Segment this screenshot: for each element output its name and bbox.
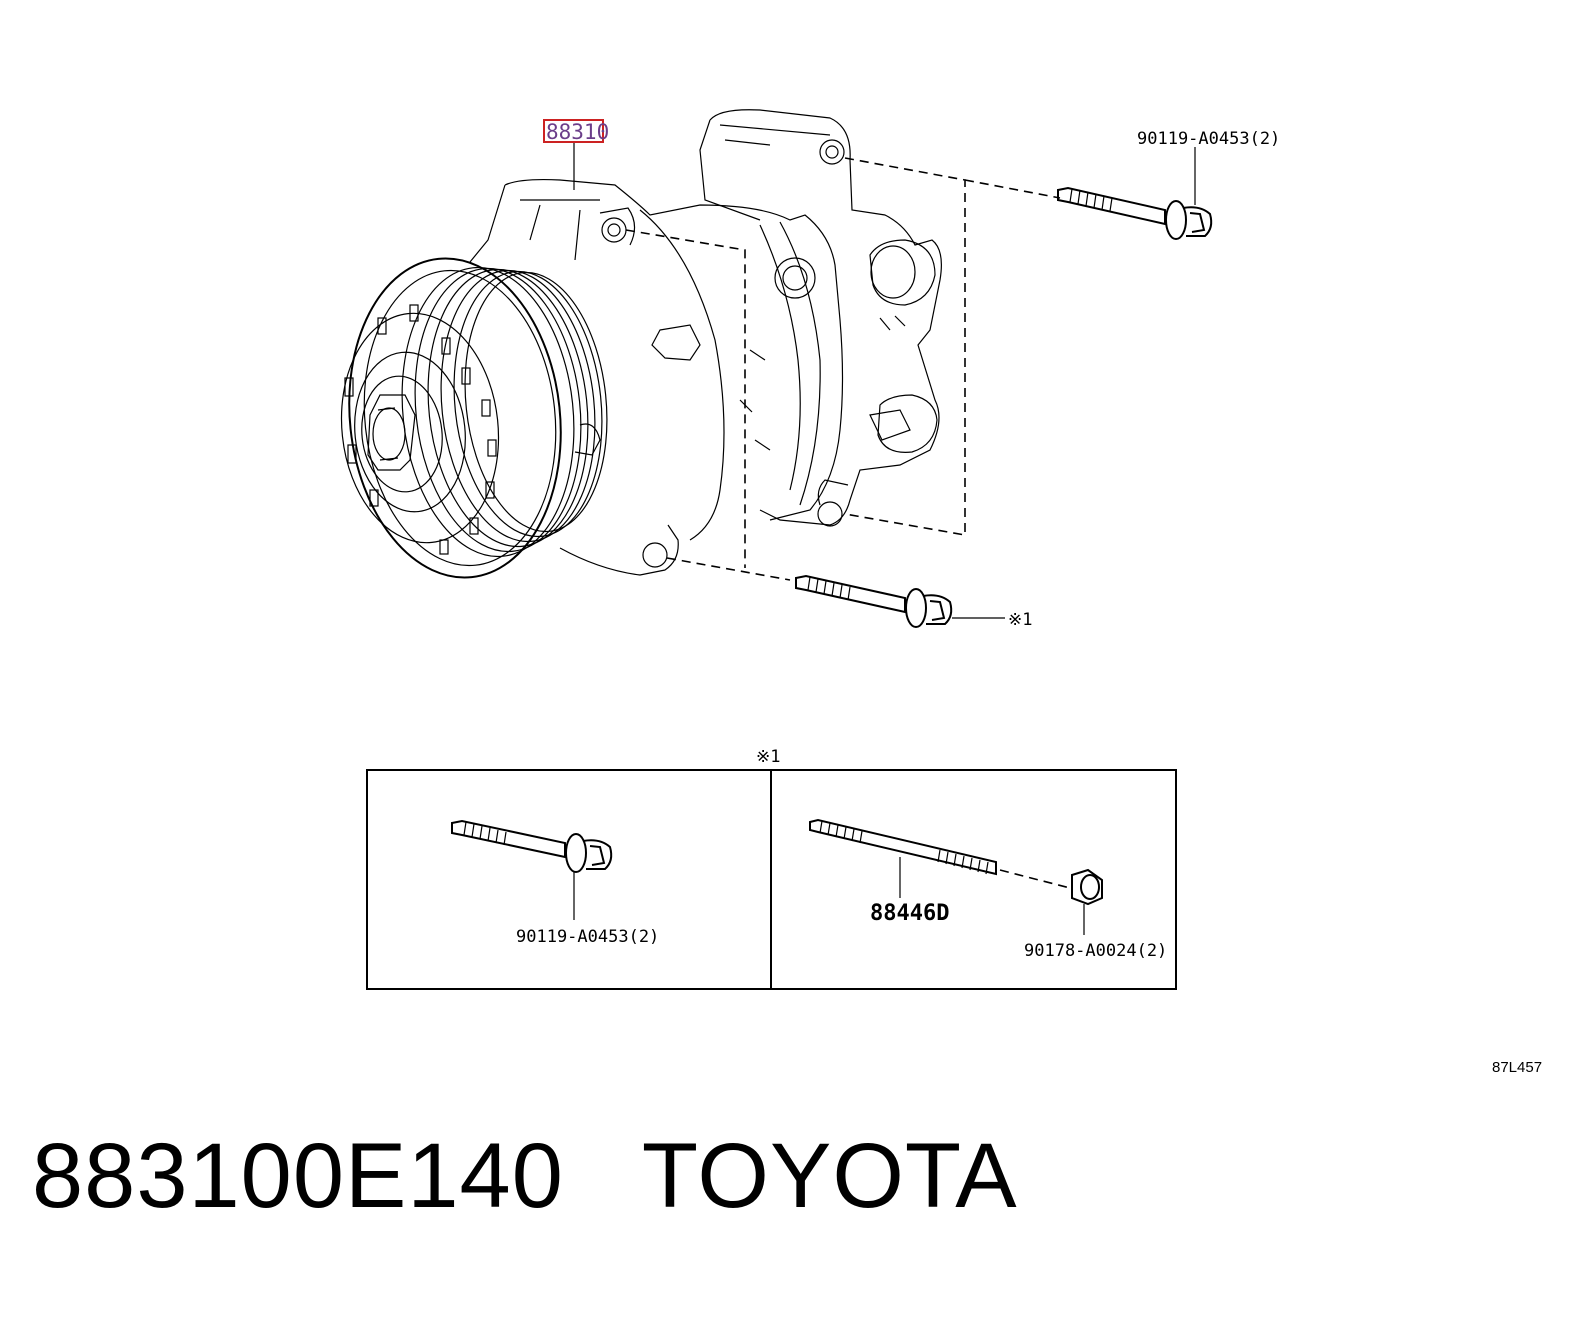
- inset-callout-nut[interactable]: 90178-A0024(2): [1024, 941, 1167, 961]
- bolt-lower: [795, 574, 953, 628]
- compressor-illustration: [340, 109, 1061, 581]
- diagram-code: 87L457: [1492, 1059, 1542, 1076]
- part-number: 883100E140: [32, 1125, 564, 1227]
- inset-nut: [1071, 868, 1103, 906]
- callout-bolt-upper[interactable]: 90119-A0453(2): [1137, 129, 1280, 149]
- brand-name: TOYOTA: [641, 1125, 1018, 1227]
- callout-compressor[interactable]: 88310: [546, 120, 609, 144]
- inset-callout-stud[interactable]: 88446D: [870, 901, 949, 926]
- part-caption: 883100E140 TOYOTA: [32, 1130, 1018, 1222]
- inset-header: ※1: [756, 747, 780, 767]
- highlight-box: [543, 119, 604, 143]
- inset-bolt: [451, 819, 613, 873]
- bolt-upper: [1057, 186, 1213, 240]
- inset-panel: [366, 769, 1177, 990]
- inset-callout-bolt[interactable]: 90119-A0453(2): [516, 927, 659, 947]
- callout-note-ref: ※1: [1008, 610, 1032, 630]
- inset-stud: [809, 818, 997, 876]
